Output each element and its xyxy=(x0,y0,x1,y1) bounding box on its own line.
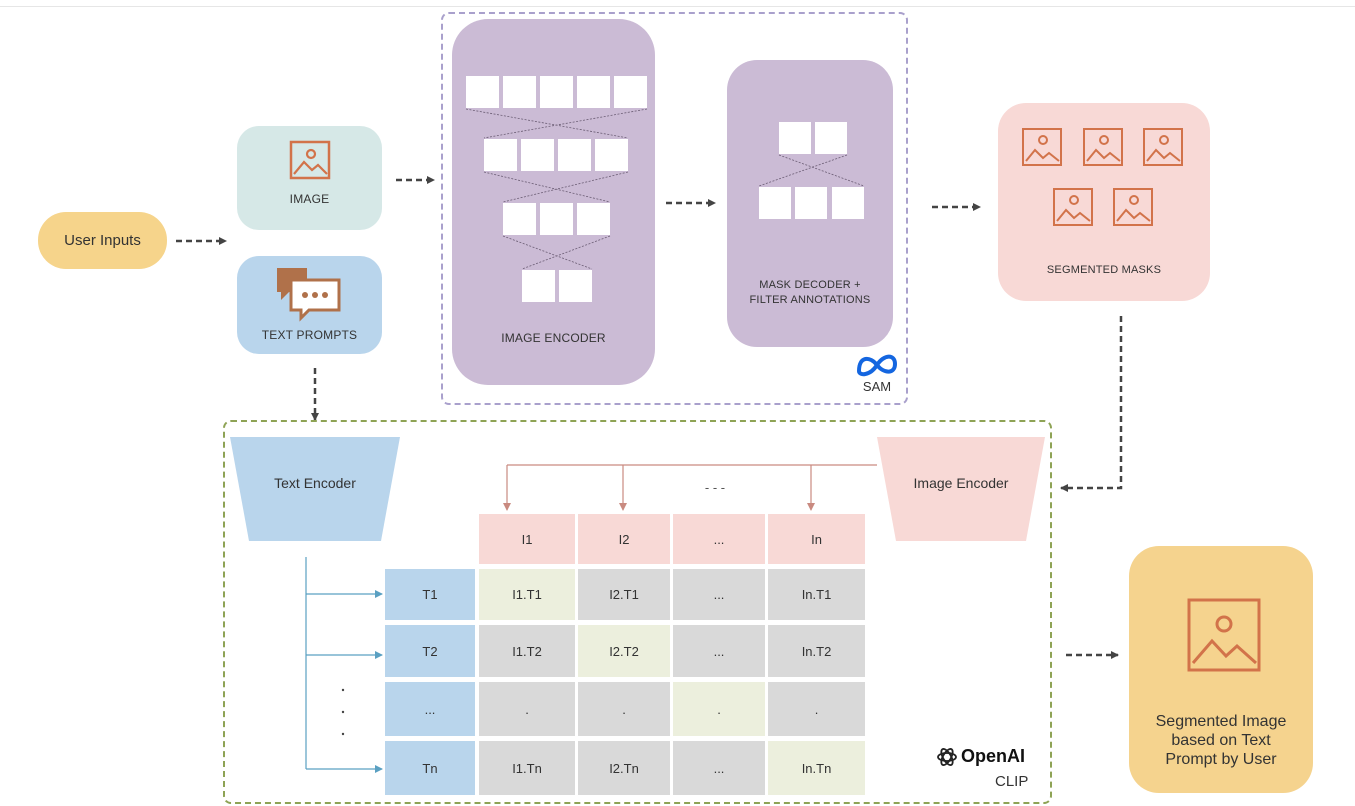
chat-bubbles-icon xyxy=(277,268,341,322)
matrix-cell: In.T2 xyxy=(768,625,865,677)
clip-region-border xyxy=(223,420,1052,804)
mask-image-icon-3 xyxy=(1143,128,1183,166)
matrix-cell: I1.Tn xyxy=(479,741,575,795)
mask-image-icon-2 xyxy=(1083,128,1123,166)
user-inputs-node: User Inputs xyxy=(38,212,167,269)
result-node: Segmented Image based on Text Prompt by … xyxy=(1129,546,1313,793)
matrix-cell: I2.Tn xyxy=(578,741,670,795)
meta-logo-icon xyxy=(857,354,897,377)
matrix-cell: . xyxy=(578,682,670,736)
row-ellipsis-dots xyxy=(341,688,345,736)
user-inputs-label: User Inputs xyxy=(64,232,141,249)
matrix-cell: In.T1 xyxy=(768,569,865,620)
sam-image-encoder-label: IMAGE ENCODER xyxy=(501,331,606,345)
matrix-cell: ... xyxy=(673,625,765,677)
sam-mask-decoder-label-1: MASK DECODER + xyxy=(759,279,861,291)
image-input-label: IMAGE xyxy=(289,192,330,206)
clip-label: CLIP xyxy=(995,773,1029,790)
matrix-row-header: T2 xyxy=(385,625,475,677)
mask-image-icon-4 xyxy=(1053,188,1093,226)
matrix-row-header: ... xyxy=(385,682,475,736)
result-label-2: based on Text xyxy=(1171,732,1271,749)
matrix-cell: . xyxy=(673,682,765,736)
matrix-cell: In.Tn xyxy=(768,741,865,795)
matrix-cell: . xyxy=(479,682,575,736)
image-input-node: IMAGE xyxy=(237,126,382,230)
sam-badge-label: SAM xyxy=(862,379,892,394)
text-prompts-label: TEXT PROMPTS xyxy=(261,328,358,342)
matrix-cell: ... xyxy=(673,741,765,795)
matrix-col-header: In xyxy=(768,514,865,564)
encoder-crossing-lines xyxy=(465,108,648,270)
matrix-cell: . xyxy=(768,682,865,736)
image-encoder-trapezoid xyxy=(877,437,1045,541)
columns-ellipsis: - - - xyxy=(704,480,726,495)
decoder-crossing-lines xyxy=(758,154,865,187)
text-encoder-trapezoid xyxy=(230,437,400,541)
matrix-col-header: I1 xyxy=(479,514,575,564)
result-label-3: Prompt by User xyxy=(1165,751,1277,768)
mask-image-icon-1 xyxy=(1022,128,1062,166)
segmented-masks-node: SEGMENTED MASKS xyxy=(998,103,1210,301)
sam-region-border xyxy=(441,12,908,405)
matrix-cell: I2.T2 xyxy=(578,625,670,677)
openai-logo-icon xyxy=(937,748,957,766)
image-icon xyxy=(289,140,331,180)
matrix-cell: I1.T2 xyxy=(479,625,575,677)
matrix-col-header: I2 xyxy=(578,514,670,564)
openai-label: OpenAI xyxy=(961,746,1026,766)
sam-mask-decoder-block: MASK DECODER + FILTER ANNOTATIONS xyxy=(727,60,893,347)
segmented-masks-label: SEGMENTED MASKS xyxy=(1046,264,1162,276)
clip-image-encoder-label: Image Encoder xyxy=(913,475,1009,491)
matrix-col-header: ... xyxy=(673,514,765,564)
top-divider xyxy=(0,6,1355,7)
arrow-masks-to-image-encoder xyxy=(1060,316,1123,492)
result-image-icon xyxy=(1187,598,1261,672)
matrix-row-header: T1 xyxy=(385,569,475,620)
sam-image-encoder-block: IMAGE ENCODER xyxy=(452,19,655,385)
text-prompts-node: TEXT PROMPTS xyxy=(237,256,382,354)
matrix-cell: ... xyxy=(673,569,765,620)
sam-mask-decoder-label-2: FILTER ANNOTATIONS xyxy=(749,294,871,306)
segmented-image-icons xyxy=(1022,128,1183,226)
result-label-1: Segmented Image xyxy=(1155,713,1287,730)
matrix-row-header: Tn xyxy=(385,741,475,795)
matrix-cell: I1.T1 xyxy=(479,569,575,620)
mask-image-icon-5 xyxy=(1113,188,1153,226)
text-encoder-label: Text Encoder xyxy=(274,475,356,491)
matrix-cell: I2.T1 xyxy=(578,569,670,620)
